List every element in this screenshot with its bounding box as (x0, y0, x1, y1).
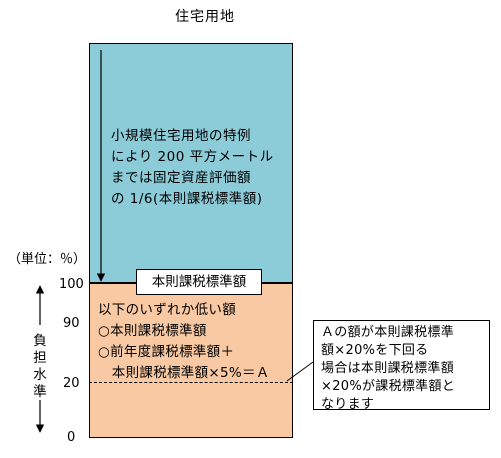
special-rule-area (89, 43, 293, 283)
tick-90: 90 (63, 316, 80, 331)
callout-pointer (286, 361, 314, 382)
base-standard-label: 本則課税標準額 (136, 269, 262, 295)
lower-amount-text: 以下のいずれか低い額 ○本則課税標準額 ○前年度課税標準額＋ 本則課税標準額×5… (98, 302, 270, 381)
special-rule-text: 小規模住宅用地の特例 により 200 平方メートル までは固定資産評価額 の 1… (111, 128, 274, 207)
callout-box: Ａの額が本則課税標準 額×20%を下回る 場合は本則課税標準額 ×20%が課税標… (313, 320, 490, 412)
title: 住宅用地 (175, 9, 235, 25)
tick-0: 0 (67, 430, 76, 445)
burden-level-label: 負担水準 (33, 333, 47, 400)
tick-20: 20 (63, 376, 80, 391)
tick-100: 100 (59, 277, 84, 292)
unit-label: （単位：％） (8, 252, 87, 267)
threshold-20-line (89, 382, 293, 383)
burden-level-area (89, 283, 293, 438)
